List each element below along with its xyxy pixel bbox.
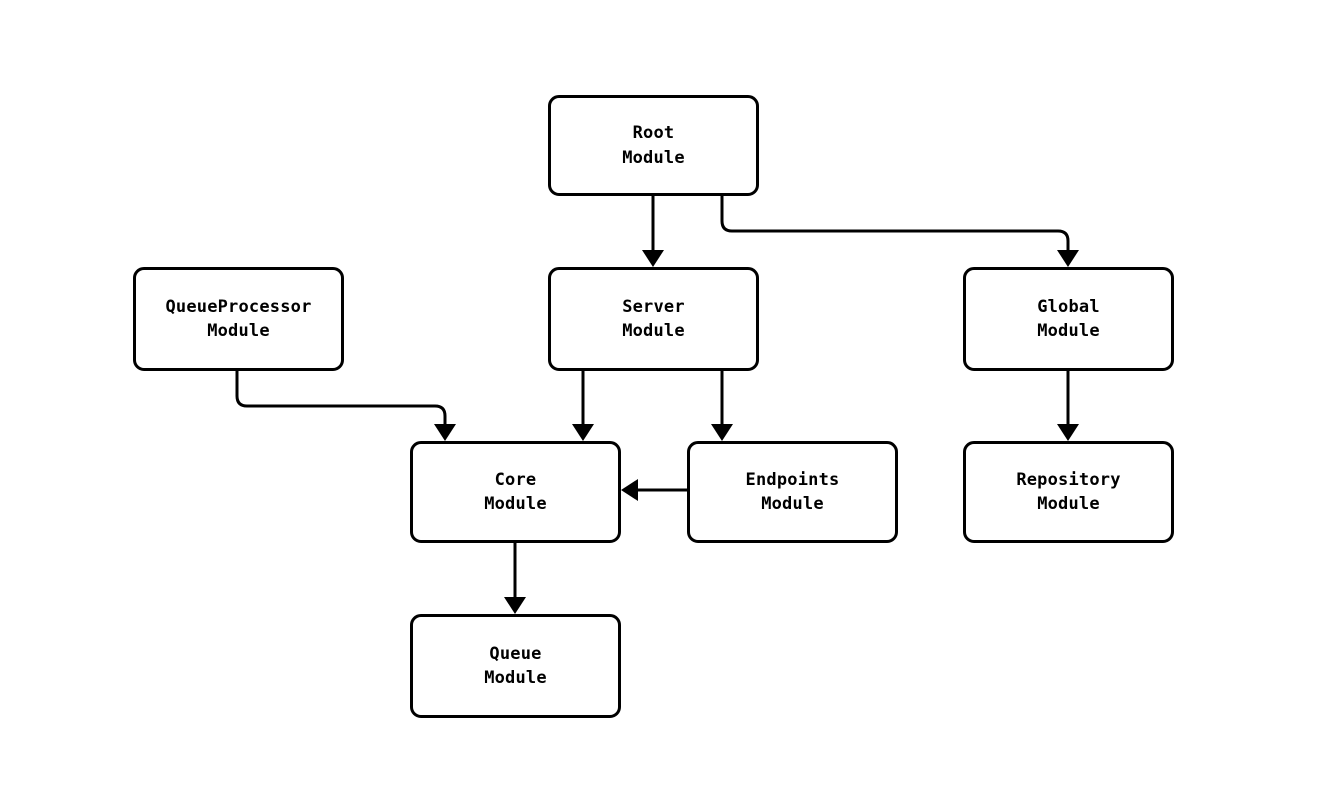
node-label-secondary: Module — [1037, 321, 1100, 341]
node-label-secondary: Module — [484, 494, 547, 514]
node-label-primary: Queue — [489, 643, 542, 664]
node-label-primary: Repository — [1016, 469, 1121, 490]
node-label-secondary: Module — [207, 321, 270, 341]
edge-server-core — [572, 371, 594, 441]
arrowhead-icon — [504, 597, 526, 614]
arrowhead-icon — [572, 424, 594, 441]
arrowhead-icon — [642, 250, 664, 267]
arrowhead-icon — [711, 424, 733, 441]
node-label-primary: Server — [622, 296, 685, 317]
edge-path — [235, 371, 447, 424]
node-label-secondary: Module — [622, 147, 685, 168]
node-label-secondary: Module — [761, 494, 824, 514]
node-label-primary: Core — [494, 469, 537, 490]
edge-server-endpoints — [711, 371, 733, 441]
node-label-secondary: Module — [622, 321, 685, 341]
edge-core-queue — [504, 543, 526, 614]
node-label-primary: Root — [632, 123, 675, 144]
node-label-primary: Global — [1037, 296, 1100, 317]
edge-global-repository — [1057, 371, 1079, 441]
node-label-secondary: Module — [1037, 494, 1100, 514]
edge-endpoints-core — [621, 479, 687, 501]
edge-queueprocessor-core — [235, 371, 456, 441]
arrowhead-icon — [1057, 250, 1079, 267]
node-label-secondary: Module — [484, 668, 547, 688]
node-label-primary: QueueProcessor — [165, 296, 312, 317]
edge-root-global — [720, 196, 1079, 267]
arrowhead-icon — [434, 424, 456, 441]
edge-root-server — [642, 196, 664, 267]
node-label-primary: Endpoints — [745, 469, 840, 490]
edge-path — [720, 196, 1070, 250]
arrowhead-icon — [621, 479, 638, 501]
arrowhead-icon — [1057, 424, 1079, 441]
